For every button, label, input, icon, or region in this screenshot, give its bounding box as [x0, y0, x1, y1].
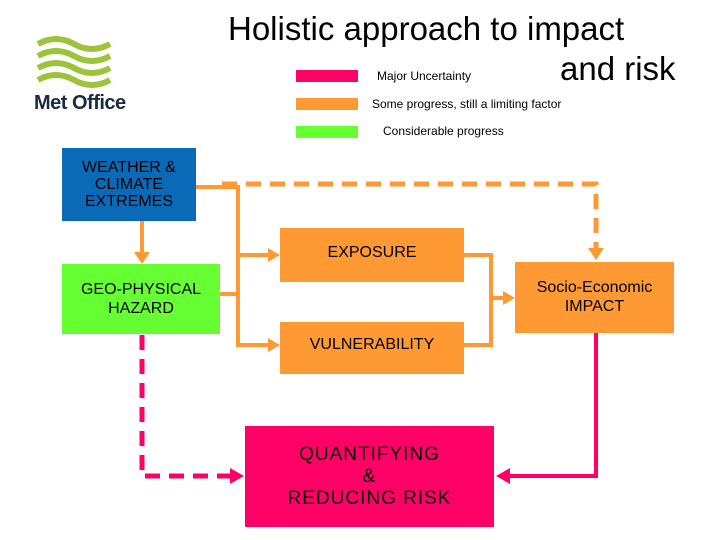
- met-office-wave-icon: [36, 36, 112, 88]
- arrowhead-to-vulnerability: [268, 338, 280, 352]
- title-line-2: and risk: [560, 50, 676, 87]
- arrowhead-geo-to-risk: [230, 468, 244, 484]
- line-weather-geo-bracket: [196, 185, 240, 296]
- arrowhead-weather-to-impact: [588, 248, 604, 260]
- box-socio-economic-impact: Socio-Economic IMPACT: [515, 262, 674, 333]
- box-geo-physical-hazard: GEO-PHYSICAL HAZARD: [62, 264, 220, 334]
- arrowhead-to-impact: [503, 291, 515, 305]
- line-exposure-vulnerability-join: [464, 253, 493, 347]
- met-office-logo: Met Office: [28, 30, 128, 120]
- legend-label-major-uncertainty: Major Uncertainty: [377, 69, 472, 83]
- box-quantifying-reducing-risk: QUANTIFYING & REDUCING RISK: [245, 426, 494, 527]
- box-exposure: EXPOSURE: [280, 228, 464, 282]
- arrowhead-to-exposure: [268, 248, 280, 262]
- legend-swatch-considerable-progress: [296, 126, 358, 138]
- legend-swatch-some-progress: [296, 98, 358, 110]
- arrowhead-weather-to-geo: [134, 252, 150, 264]
- dashed-line-weather-to-impact: [222, 181, 599, 248]
- box-weather-label: WEATHER & CLIMATE EXTREMES: [82, 159, 176, 210]
- box-geo-label: GEO-PHYSICAL HAZARD: [80, 281, 202, 317]
- logo-text: Met Office: [34, 92, 126, 114]
- legend-label-some-progress: Some progress, still a limiting factor: [372, 97, 562, 111]
- box-weather-climate-extremes: WEATHER & CLIMATE EXTREMES: [62, 148, 196, 221]
- title-line-1: Holistic approach to impact: [228, 10, 625, 47]
- legend-swatch-major-uncertainty: [296, 70, 358, 82]
- line-to-vulnerability: [236, 294, 270, 347]
- dashed-line-geo-to-risk: [139, 335, 232, 479]
- box-exposure-label: EXPOSURE: [327, 244, 417, 261]
- box-vulnerability-label: VULNERABILITY: [309, 336, 435, 353]
- box-vulnerability: VULNERABILITY: [280, 322, 464, 374]
- line-impact-to-risk: [510, 333, 598, 478]
- arrowhead-impact-to-risk: [496, 468, 510, 484]
- box-impact-label: Socio-Economic IMPACT: [536, 279, 653, 315]
- box-risk-label: QUANTIFYING & REDUCING RISK: [287, 443, 452, 509]
- legend-label-considerable-progress: Considerable progress: [383, 124, 504, 138]
